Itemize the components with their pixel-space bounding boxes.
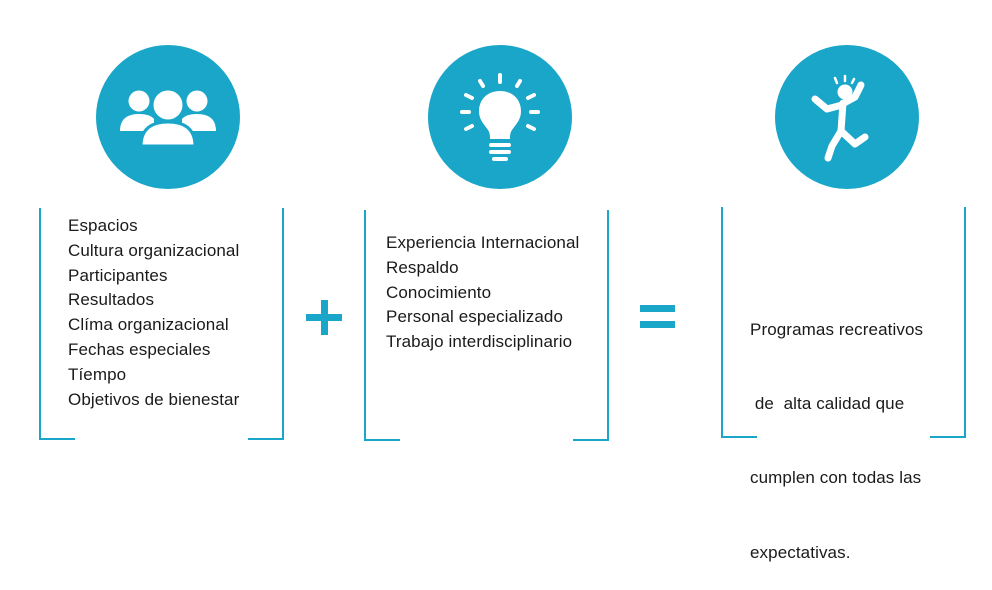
list-item: de alta calidad que <box>750 393 905 413</box>
list-item: Tíempo <box>68 364 127 384</box>
lightbulb-icon <box>460 73 540 161</box>
list-item: Clíma organizacional <box>68 315 229 335</box>
list-item: Personal especializado <box>386 307 564 327</box>
list-item: Objetivos de bienestar <box>68 389 240 409</box>
list-item: Programas recreativos <box>750 319 924 339</box>
jumping-person-icon-circle <box>775 45 919 189</box>
list-item: Conocimiento <box>386 282 492 302</box>
column-1-list: Espacios Cultura organizacional Particip… <box>68 214 239 412</box>
people-group-icon-circle <box>96 45 240 189</box>
list-item: Cultura organizacional <box>68 240 240 260</box>
jumping-person-icon <box>811 74 869 162</box>
column-3-list: Programas recreativos de alta calidad qu… <box>750 268 923 590</box>
list-item: Experiencia Internacional <box>386 233 580 252</box>
list-item: expectativas. <box>750 542 851 562</box>
list-item: Fechas especiales <box>68 339 211 359</box>
list-item: cumplen con todas las <box>750 468 922 488</box>
people-group-icon <box>120 87 216 148</box>
lightbulb-icon-circle <box>428 45 572 189</box>
list-item: Resultados <box>68 290 155 310</box>
list-item: Trabajo interdisciplinario <box>386 332 573 352</box>
list-item: Participantes <box>68 265 168 285</box>
list-item: Espacios <box>68 216 138 235</box>
column-2-list: Experiencia Internacional Respaldo Conoc… <box>386 231 579 355</box>
list-item: Respaldo <box>386 257 459 277</box>
